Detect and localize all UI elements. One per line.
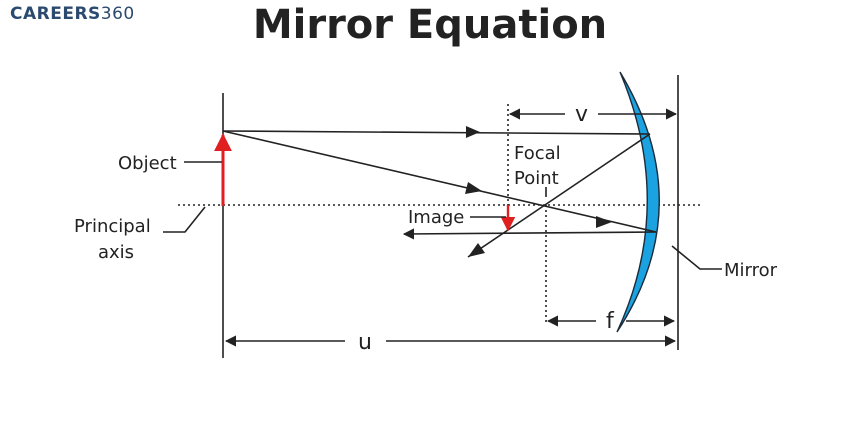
ray-focus-arrowhead: [465, 182, 482, 194]
u-label: u: [358, 330, 372, 355]
object-label: Object: [118, 153, 177, 174]
ray-reflected-parallel: [402, 228, 657, 240]
page-title: Mirror Equation: [252, 2, 608, 48]
ray-parallel-incident: [222, 130, 651, 135]
ray-reflected-arrowhead: [468, 243, 485, 257]
v-label: v: [575, 102, 588, 127]
principal-axis-label-line2: axis: [98, 242, 134, 263]
ray-through-focus-incident: [222, 130, 657, 233]
image-label: Image: [408, 207, 464, 228]
logo-number: 360: [100, 4, 135, 24]
ray-reflected-through-focus: [467, 133, 651, 258]
focal-point-label-line1: Focal: [514, 143, 561, 164]
mirror-leader-line: [671, 245, 722, 270]
mirror-label: Mirror: [724, 260, 778, 281]
ray-parallel-arrowhead: [466, 126, 480, 138]
principal-axis-leader-line: [163, 206, 206, 233]
logo-text: CAREERS: [10, 4, 101, 24]
careers360-logo: CAREERS360: [10, 4, 135, 24]
f-label: f: [606, 309, 615, 334]
ray-reflected-parallel-arrowhead: [596, 216, 612, 228]
focal-point-label-line2: Point: [514, 168, 559, 189]
principal-axis-label-line1: Principal: [74, 216, 151, 237]
concave-mirror: [616, 71, 660, 333]
